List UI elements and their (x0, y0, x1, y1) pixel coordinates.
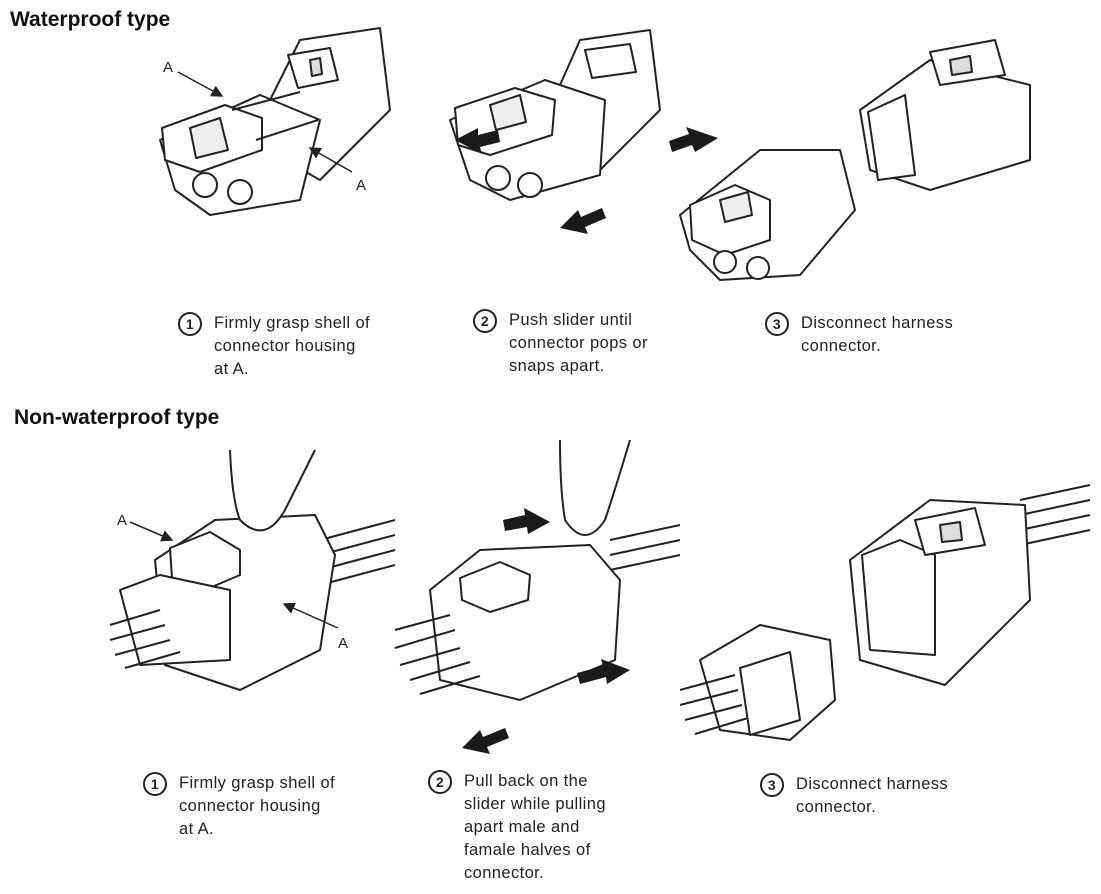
step-text-line: slider while pulling (464, 795, 606, 813)
non-waterproof-connector-step3 (679, 484, 1091, 741)
step-text-line: connector. (796, 798, 877, 816)
slider-pull-arrow (503, 508, 550, 534)
callout-label-a-nwp-1: A (117, 512, 127, 529)
pull-apart-arrow (560, 208, 606, 234)
step-text-line: at A. (214, 360, 250, 378)
non-waterproof-connector-step2 (394, 439, 681, 701)
step-text-line: connector housing (214, 337, 356, 355)
step-text-line: famale halves of (464, 841, 591, 859)
non-waterproof-step-1: 1 Firmly grasp shell of connector housin… (143, 772, 335, 841)
push-slider-arrow (455, 128, 500, 154)
non-waterproof-callout-arrows-step1 (129, 521, 339, 629)
male-half-arrow (577, 659, 630, 684)
waterproof-heading: Waterproof type (10, 8, 171, 31)
callout-label-a-wp-2: A (356, 177, 366, 194)
step-text-line: Disconnect harness (801, 314, 954, 332)
step-number-badge: 3 (765, 312, 789, 336)
step-text-line: Disconnect harness (796, 775, 949, 793)
step-text-line: apart male and (464, 818, 580, 836)
step-text-line: Firmly grasp shell of (214, 314, 371, 332)
waterproof-step-3: 3 Disconnect harness connector. (765, 312, 953, 358)
step-text-line: Firmly grasp shell of (179, 774, 336, 792)
non-waterproof-connector-step1 (109, 449, 396, 691)
step-number-badge: 2 (428, 770, 452, 794)
step-text-line: connector. (464, 864, 545, 882)
callout-label-a-nwp-2: A (338, 635, 348, 652)
non-waterproof-step-2: 2 Pull back on the slider while pulling … (428, 770, 606, 885)
waterproof-connector-step2 (449, 29, 661, 201)
step-text-line: Push slider until (509, 311, 633, 329)
pull-arrows-nwp-step2 (462, 508, 630, 754)
step-text-line: connector housing (179, 797, 321, 815)
waterproof-step-1: 1 Firmly grasp shell of connector housin… (178, 312, 370, 381)
non-waterproof-heading: Non-waterproof type (14, 406, 220, 429)
waterproof-step-2: 2 Push slider until connector pops or sn… (473, 309, 648, 378)
female-half-arrow (462, 728, 509, 754)
waterproof-connector-step3 (679, 39, 1031, 281)
callout-label-a-wp-1: A (163, 59, 173, 76)
push-arrows-step2 (455, 127, 718, 234)
step-number-badge: 3 (760, 773, 784, 797)
step-number-badge: 1 (178, 312, 202, 336)
step-text-line: at A. (179, 820, 215, 838)
step-text-line: connector. (801, 337, 882, 355)
waterproof-callout-arrows-step1 (177, 71, 353, 173)
waterproof-connector-step1 (159, 27, 391, 216)
separate-arrow (669, 127, 718, 152)
step-text-line: snaps apart. (509, 357, 605, 375)
step-text-line: connector pops or (509, 334, 648, 352)
step-number-badge: 2 (473, 309, 497, 333)
non-waterproof-step-3: 3 Disconnect harness connector. (760, 773, 948, 819)
step-text-line: Pull back on the (464, 772, 588, 790)
step-number-badge: 1 (143, 772, 167, 796)
